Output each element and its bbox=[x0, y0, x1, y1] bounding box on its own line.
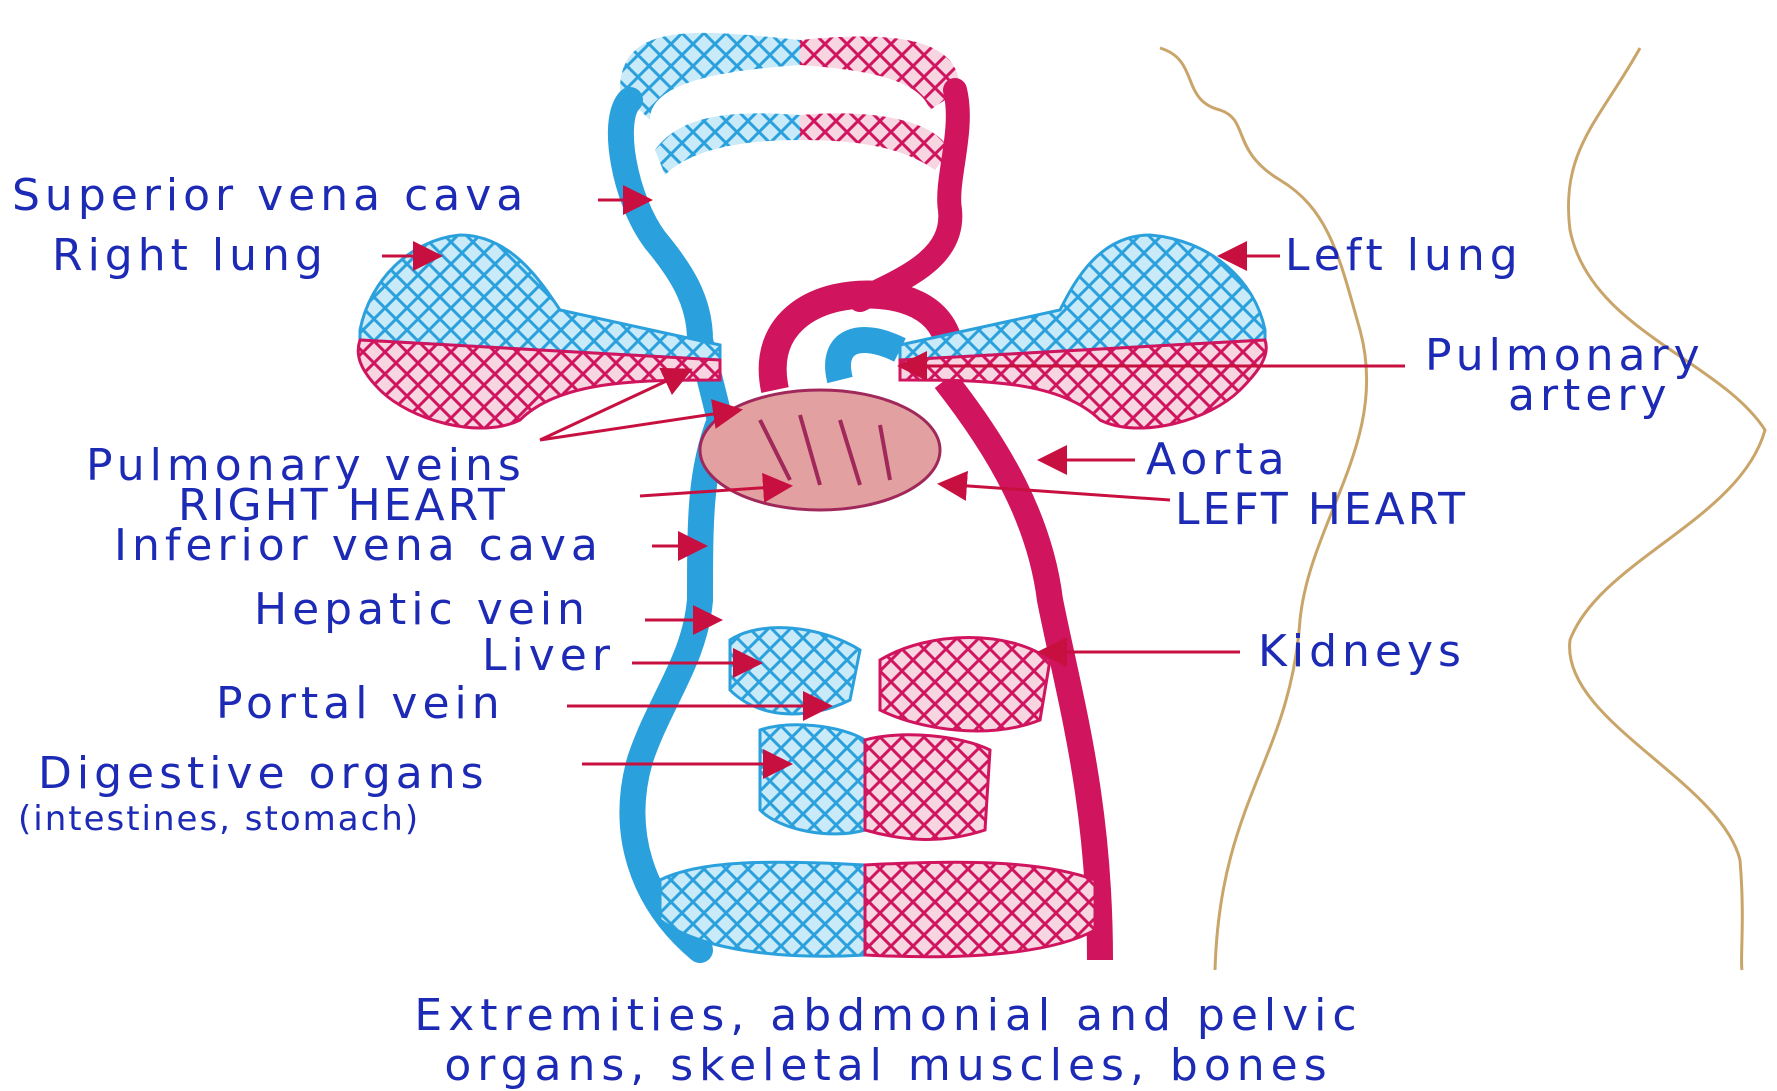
label-superior-vena-cava: Superior vena cava bbox=[12, 174, 528, 218]
label-aorta: Aorta bbox=[1146, 438, 1290, 482]
kidney-capillaries bbox=[880, 638, 1050, 731]
heart bbox=[700, 390, 940, 510]
upper-capillaries-venous bbox=[655, 113, 800, 175]
body-outline-front bbox=[1568, 48, 1765, 970]
head-capillaries-venous bbox=[620, 33, 800, 120]
label-inferior-vena-cava: Inferior vena cava bbox=[114, 524, 603, 568]
label-pulmonary-artery-line2: artery bbox=[1508, 374, 1672, 418]
digestive-capillaries-arterial bbox=[865, 735, 990, 840]
label-right-lung: Right lung bbox=[52, 234, 328, 278]
liver-capillaries bbox=[730, 628, 860, 714]
left-lung-venous-half bbox=[900, 235, 1265, 360]
extremities-capillaries-arterial bbox=[865, 862, 1095, 957]
label-hepatic-vein: Hepatic vein bbox=[254, 588, 590, 632]
arrow-left-heart bbox=[940, 484, 1170, 500]
label-left-lung: Left lung bbox=[1285, 234, 1523, 278]
label-digestive-organs-detail: (intestines, stomach) bbox=[18, 802, 420, 836]
upper-capillaries-arterial bbox=[800, 113, 950, 170]
caption-line-2: organs, skeletal muscles, bones bbox=[0, 1044, 1777, 1088]
caption-line-1: Extremities, abdmonial and pelvic bbox=[0, 994, 1777, 1038]
head-capillaries-arterial bbox=[800, 37, 960, 110]
label-kidneys: Kidneys bbox=[1258, 630, 1466, 674]
digestive-capillaries-venous bbox=[760, 725, 865, 834]
label-liver: Liver bbox=[482, 634, 615, 678]
label-left-heart: LEFT HEART bbox=[1175, 488, 1468, 532]
label-digestive-organs: Digestive organs bbox=[38, 752, 489, 796]
pulmonary-trunk bbox=[838, 340, 900, 380]
label-portal-vein: Portal vein bbox=[216, 682, 505, 726]
